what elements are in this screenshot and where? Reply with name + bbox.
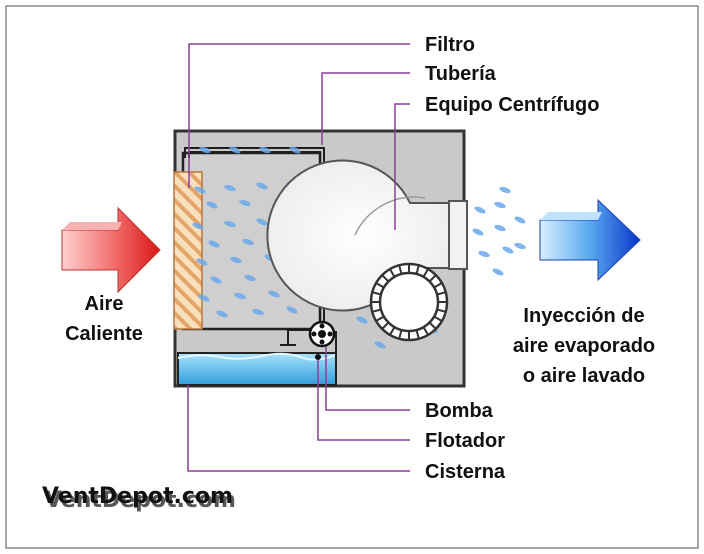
leader-bomba (325, 347, 410, 411)
fan-blade (389, 268, 396, 278)
right-text-line-3: o aire lavado (523, 365, 645, 387)
fan-blade (422, 326, 429, 336)
fan-blade (428, 321, 437, 330)
droplet (239, 199, 251, 207)
droplet (224, 220, 236, 228)
fan-blade (428, 274, 437, 283)
droplet (229, 146, 241, 154)
droplet (216, 310, 228, 318)
droplet (199, 146, 211, 154)
droplet (192, 222, 204, 230)
fan-blade (389, 326, 396, 336)
fan-blade (375, 315, 385, 322)
leader-equipo (394, 103, 410, 230)
droplet (194, 186, 206, 194)
droplet (256, 218, 268, 226)
droplet (356, 316, 368, 324)
droplet (374, 341, 386, 349)
leader-flotador (317, 360, 410, 441)
fan-blade (415, 265, 420, 275)
droplet (198, 294, 210, 302)
right-text-line-2: aire evaporado (513, 335, 655, 357)
droplet (206, 201, 218, 209)
droplet (499, 186, 511, 194)
watermark-shadow: VentDepot.com (45, 488, 236, 513)
float-icon (315, 354, 321, 360)
label-filtro: Filtro (425, 34, 475, 56)
droplet (230, 256, 242, 264)
pump-icon (308, 320, 336, 348)
droplet (208, 240, 220, 248)
droplet (478, 250, 490, 258)
fan-blade (415, 329, 420, 339)
droplet (286, 306, 298, 314)
left-text-line-1: Aire (85, 293, 124, 315)
droplet (196, 258, 208, 266)
droplet (502, 246, 514, 254)
leader-filtro (188, 43, 410, 188)
filter-pad (173, 171, 203, 330)
droplet (244, 274, 256, 282)
droplet (234, 292, 246, 300)
leader-cisterna (187, 385, 410, 472)
leader-lines (187, 43, 410, 472)
label-bomba: Bomba (425, 400, 494, 422)
droplet (514, 242, 526, 250)
droplet (268, 290, 280, 298)
fan-blade (398, 329, 403, 339)
fan-blade (372, 291, 382, 296)
fan-blade (436, 291, 446, 296)
fan-blade (381, 321, 390, 330)
droplet (494, 224, 506, 232)
fan-blade (375, 282, 385, 289)
droplet (289, 146, 301, 154)
fan-blade (433, 315, 443, 322)
droplet (492, 268, 504, 276)
droplet (472, 228, 484, 236)
droplet (494, 201, 506, 209)
fan-blade (381, 274, 390, 283)
droplet (474, 206, 486, 214)
label-flotador: Flotador (425, 430, 505, 452)
droplet (259, 146, 271, 154)
droplet (242, 238, 254, 246)
droplet (514, 216, 526, 224)
label-equipo-centrifugo: Equipo Centrífugo (425, 94, 599, 116)
right-text-line-1: Inyección de (523, 305, 644, 327)
droplet (252, 308, 264, 316)
fan-blade (422, 268, 429, 278)
fan-blade (436, 308, 446, 313)
droplet (224, 184, 236, 192)
droplet (256, 182, 268, 190)
left-text-line-2: Caliente (65, 323, 143, 345)
label-tuberia: Tubería (425, 63, 497, 85)
droplet (210, 276, 222, 284)
centrifugal-fan-icon (266, 159, 468, 342)
fan-blade (398, 265, 403, 275)
label-cisterna: Cisterna (425, 461, 506, 483)
fan-blade (433, 282, 443, 289)
watermark: VentDepot.com (42, 484, 233, 509)
fan-blade (372, 308, 382, 313)
hot-air-arrow-icon (61, 206, 161, 294)
cool-air-arrow-icon (539, 198, 641, 282)
leader-tuberia (321, 72, 410, 145)
